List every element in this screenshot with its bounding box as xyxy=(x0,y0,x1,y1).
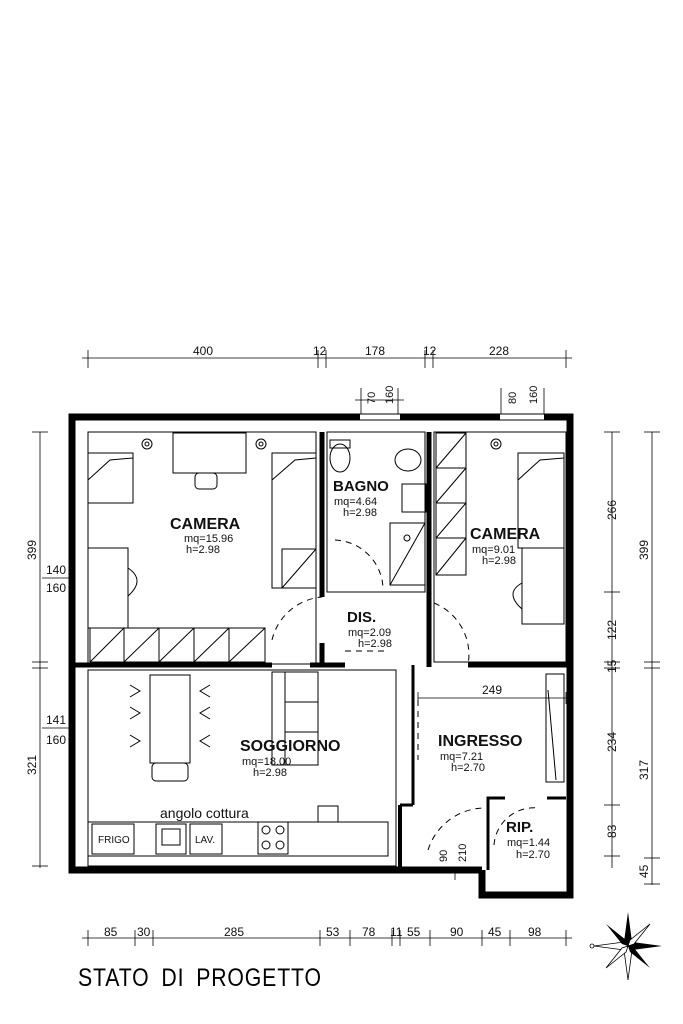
dim-right-15: 15 xyxy=(605,659,619,673)
dim-top-400: 400 xyxy=(193,344,213,358)
dim-bottom-30: 30 xyxy=(137,925,151,939)
dim-window-bagno-70: 70 xyxy=(366,392,378,404)
dim-top-228: 228 xyxy=(489,344,509,358)
room-labels: CAMERA mq=15.96 h=2.98 BAGNO mq=4.64 h=2… xyxy=(170,478,550,861)
ingresso-elements: 249 90 210 xyxy=(417,673,567,880)
dim-ingresso-249: 249 xyxy=(482,683,502,697)
bottom-dimension-line: 85 30 285 53 78 11 55 90 45 98 xyxy=(82,925,572,946)
room-area-camera2: mq=9.01 xyxy=(472,544,515,556)
room-height-bagno: h=2.98 xyxy=(343,507,377,519)
room-height-soggiorno: h=2.98 xyxy=(253,767,287,779)
dim-left-160b: 160 xyxy=(46,733,66,747)
dim-right-83: 83 xyxy=(605,824,619,838)
room-area-bagno: mq=4.64 xyxy=(334,496,377,508)
dim-right-122: 122 xyxy=(605,620,619,640)
room-name-bagno: BAGNO xyxy=(333,478,389,495)
top-dimension-line: 400 12 178 12 228 xyxy=(82,344,572,368)
room-height-dis: h=2.98 xyxy=(358,638,392,650)
dim-door-90: 90 xyxy=(438,850,450,862)
room-name-soggiorno: SOGGIORNO xyxy=(240,738,340,755)
dim-bottom-85: 85 xyxy=(104,925,118,939)
left-dimension-lines: 399 321 140 160 141 160 xyxy=(25,431,72,868)
dim-right-317: 317 xyxy=(637,760,651,780)
doors xyxy=(271,539,539,851)
room-name-rip: RIP. xyxy=(506,819,533,836)
soggiorno-furniture: FRIGO LAV. angolo cottura xyxy=(87,671,389,857)
dim-right-234: 234 xyxy=(605,732,619,752)
dim-left-140: 140 xyxy=(46,563,66,577)
camera1-furniture xyxy=(87,432,317,663)
room-height-camera1: h=2.98 xyxy=(186,544,220,556)
room-height-rip: h=2.70 xyxy=(516,849,550,861)
compass-rose-icon xyxy=(589,912,662,981)
dim-bottom-45: 45 xyxy=(488,925,502,939)
dim-top-178: 178 xyxy=(365,344,385,358)
room-height-ingresso: h=2.70 xyxy=(451,762,485,774)
walls xyxy=(68,413,574,899)
dim-bottom-285: 285 xyxy=(224,925,244,939)
dim-right-266: 266 xyxy=(605,500,619,520)
dim-top-12b: 12 xyxy=(423,344,437,358)
dim-bottom-90: 90 xyxy=(450,925,464,939)
room-height-camera2: h=2.98 xyxy=(482,555,516,567)
room-name-ingresso: INGRESSO xyxy=(438,733,522,750)
room-area-ingresso: mq=7.21 xyxy=(440,751,483,763)
dim-left-160a: 160 xyxy=(46,581,66,595)
dim-left-321: 321 xyxy=(25,755,39,775)
dim-right-45: 45 xyxy=(637,864,651,878)
drawing-title: STATO DI PROGETTO xyxy=(78,964,322,992)
room-area-soggiorno: mq=18.00 xyxy=(242,756,291,768)
room-name-camera2: CAMERA xyxy=(470,526,541,543)
dim-window-bagno-160: 160 xyxy=(384,386,396,404)
dim-left-399: 399 xyxy=(25,540,39,560)
room-name-camera1: CAMERA xyxy=(170,516,241,533)
camera2-furniture xyxy=(435,432,565,625)
bagno-fixtures xyxy=(329,439,427,586)
right-dimension-lines: 266 122 15 234 83 399 317 45 xyxy=(604,431,660,885)
room-area-dis: mq=2.09 xyxy=(348,627,391,639)
dim-bottom-53: 53 xyxy=(326,925,340,939)
frigo-label: FRIGO xyxy=(98,835,130,846)
dim-bottom-98: 98 xyxy=(528,925,542,939)
dim-bottom-11: 11 xyxy=(390,925,403,939)
lav-label: LAV. xyxy=(195,835,215,846)
dim-bottom-78: 78 xyxy=(362,925,376,939)
dim-bottom-55: 55 xyxy=(407,925,421,939)
dim-right-399: 399 xyxy=(637,540,651,560)
room-area-camera1: mq=15.96 xyxy=(184,533,233,545)
room-area-rip: mq=1.44 xyxy=(507,837,550,849)
dim-window-camera-160: 160 xyxy=(528,386,540,404)
dim-window-camera-80: 80 xyxy=(507,392,519,404)
angolo-cottura-label: angolo cottura xyxy=(160,805,249,821)
dim-top-12a: 12 xyxy=(313,344,327,358)
dim-door-210: 210 xyxy=(457,844,469,862)
dim-left-141: 141 xyxy=(46,713,66,727)
room-name-dis: DIS. xyxy=(347,609,376,626)
window-dimensions: 70 160 80 160 xyxy=(355,386,545,414)
